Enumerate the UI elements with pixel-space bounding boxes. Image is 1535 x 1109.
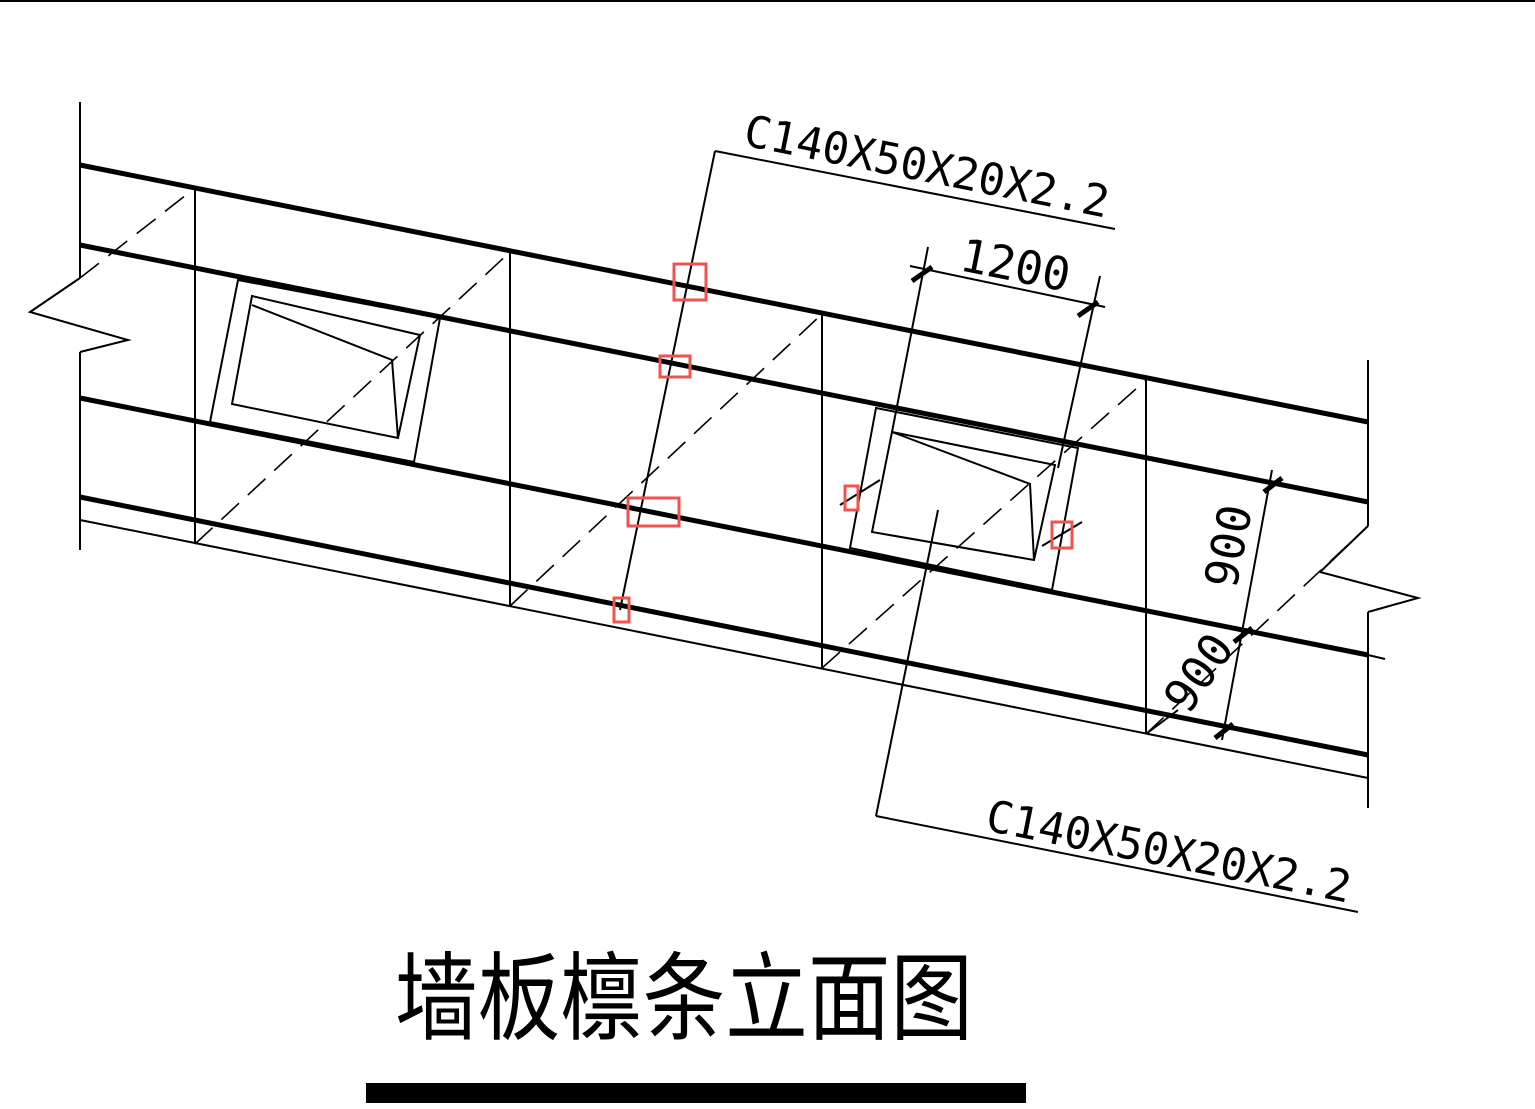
dimension-1200-label: 1200 — [956, 228, 1075, 303]
highlight-box-1 — [672, 262, 708, 302]
dashed-bracing — [79, 187, 1369, 735]
purlin-3-extension — [1367, 654, 1386, 660]
purlin-spec-label-bottom: C140X50X20X2.2 — [982, 791, 1356, 914]
window-opening-left — [208, 278, 442, 464]
highlight-box-4 — [612, 596, 631, 624]
purlin-2 — [79, 242, 1369, 505]
highlight-box-3 — [626, 496, 681, 528]
purlin-3 — [79, 395, 1369, 658]
highlight-box-5 — [843, 484, 860, 512]
highlight-box-2 — [658, 354, 692, 379]
leader-lines — [619, 150, 1359, 913]
purlin-4 — [79, 494, 1369, 758]
purlin-1 — [79, 162, 1369, 425]
title-underline — [366, 1083, 1026, 1103]
dimension-900-lower-label: 900 — [1153, 623, 1245, 722]
dimension-lines — [891, 246, 1284, 741]
drawing-title: 墙板檩条立面图 — [395, 943, 973, 1055]
right-column — [1318, 360, 1422, 808]
left-column — [27, 102, 132, 550]
base-line — [79, 519, 1369, 779]
highlight-markers — [612, 262, 1074, 624]
vertical-girts — [194, 188, 1147, 734]
highlight-box-6 — [1050, 520, 1074, 550]
purlin-lines — [79, 162, 1386, 779]
